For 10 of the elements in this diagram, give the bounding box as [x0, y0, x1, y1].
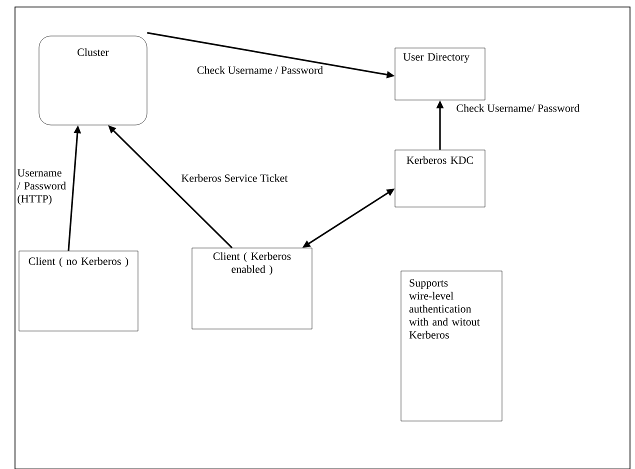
edge-label: Check Username / Password — [196, 65, 324, 75]
directory-box: User Directory — [394, 48, 486, 100]
client-box: Client ( no Kerberos ) — [18, 250, 138, 332]
client-box: Client ( Kerberos enabled ) — [192, 248, 312, 330]
edge-label: Username / Password (HTTP) — [16, 168, 70, 206]
note-box: Supports wire-level authentication with and witout Kerberos — [400, 270, 502, 422]
kdc-box: Kerberos KDC — [394, 150, 486, 208]
edge-label: Check Username/ Password — [455, 103, 581, 113]
edge-label: Kerberos Service Ticket — [180, 173, 289, 183]
cluster-box: Cluster — [38, 36, 148, 126]
